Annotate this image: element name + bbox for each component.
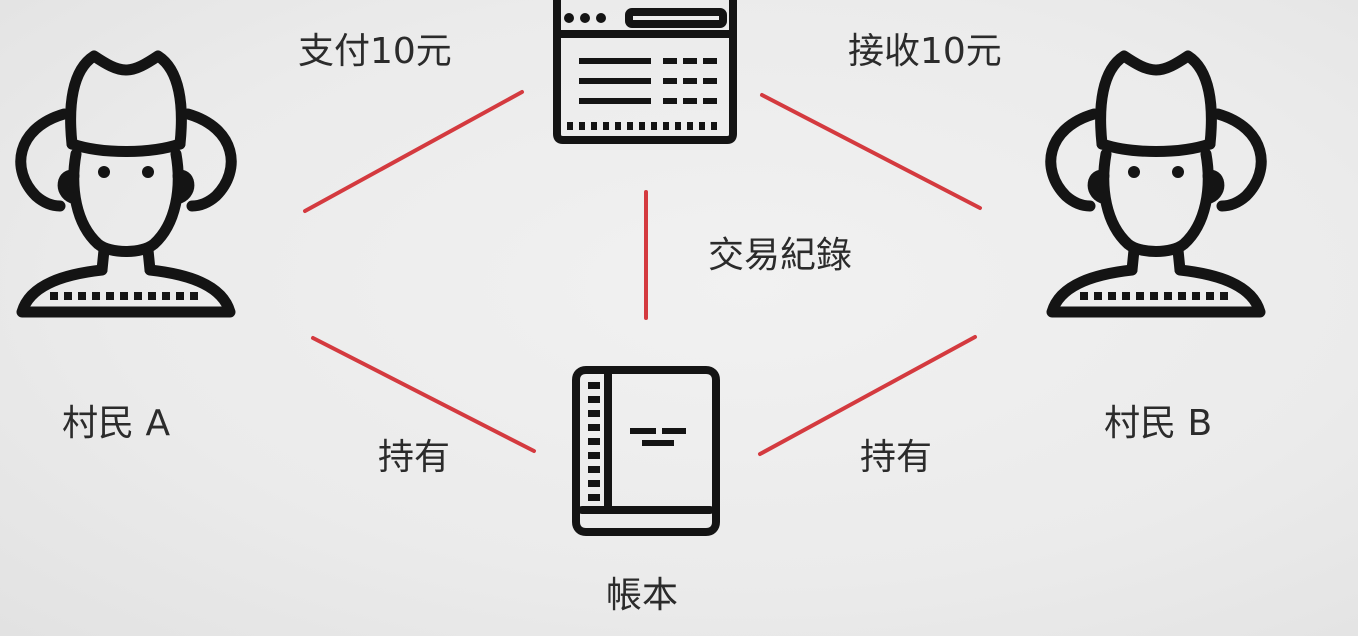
farmer-hat-icon: [1045, 50, 1267, 318]
edge-label-hold-b: 持有: [860, 437, 933, 478]
book-icon: [572, 366, 720, 536]
link-b-to-ledger: [758, 335, 977, 456]
edge-label-record: 交易紀錄: [708, 235, 853, 276]
villager-b-label: 村民 B: [1104, 403, 1213, 444]
ledger-label: 帳本: [606, 575, 679, 616]
farmer-hat-icon: [15, 50, 237, 318]
link-a-to-transaction: [303, 90, 524, 213]
edge-label-hold-a: 持有: [378, 437, 451, 478]
link-a-to-ledger: [311, 336, 536, 453]
villager-a-label: 村民 A: [62, 403, 171, 444]
link-transaction-to-b: [760, 93, 982, 210]
edge-label-pay: 支付10元: [298, 31, 452, 72]
edge-label-receive: 接收10元: [848, 31, 1002, 72]
browser-window-icon: [553, 0, 737, 144]
